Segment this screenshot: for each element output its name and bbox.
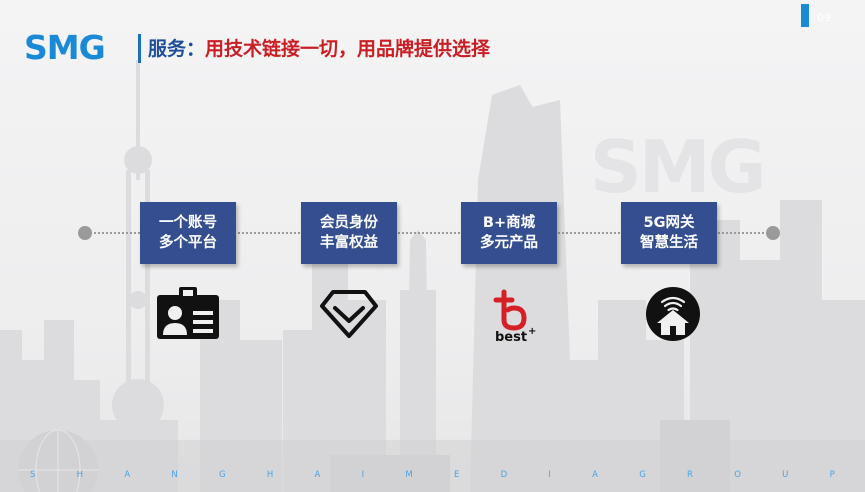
timeline-start-dot (78, 226, 92, 240)
slide-title: 服务：用技术链接一切，用品牌提供选择 (148, 36, 490, 62)
best-plus-logo: best + (493, 289, 536, 344)
footer-letter: U (782, 470, 789, 480)
card-mall: B+商城 多元产品 (461, 202, 557, 264)
card-line1: 一个账号 (159, 215, 217, 231)
card-5g-gateway: 5G网关 智慧生活 (621, 202, 717, 264)
id-card-icon (157, 287, 219, 339)
card-line1: 5G网关 (643, 215, 695, 231)
card-membership: 会员身份 丰富权益 (301, 202, 397, 264)
timeline-end-dot (766, 226, 780, 240)
footer-letter: D (500, 470, 508, 480)
footer-letter: G (219, 470, 226, 480)
footer-letter: G (639, 470, 646, 480)
footer-letter: O (734, 470, 741, 480)
svg-text:+: + (528, 326, 536, 337)
card-line2: 多个平台 (159, 235, 217, 251)
footer-letter: N (171, 470, 178, 480)
footer-letter: H (266, 470, 274, 480)
footer-letter: I (361, 470, 365, 480)
card-line2: 多元产品 (480, 235, 538, 251)
best-logo-text: best (495, 330, 527, 344)
diamond-heart-icon (320, 290, 378, 338)
smg-logo: SMG (24, 28, 106, 67)
page-number: 09 (817, 11, 831, 24)
smart-home-wifi-icon (646, 287, 700, 341)
logo-divider (138, 34, 141, 63)
title-prefix: 服务： (148, 38, 206, 60)
footer-letter: A (314, 470, 321, 480)
timeline-line (86, 232, 772, 234)
footer-letter: I (548, 470, 551, 480)
footer-letter: R (687, 470, 693, 480)
svg-text:SMG: SMG (590, 125, 764, 209)
title-main: 用技术链接一切，用品牌提供选择 (205, 38, 491, 60)
card-account: 一个账号 多个平台 (140, 202, 236, 264)
footer-letter: M (405, 470, 413, 480)
footer-letter: E (453, 470, 460, 480)
footer-letter: S (30, 470, 36, 480)
footer-letter: P (829, 470, 835, 480)
card-line1: B+商城 (482, 215, 536, 231)
card-line2: 智慧生活 (640, 235, 698, 251)
card-line1: 会员身份 (320, 215, 378, 231)
footer-letter: A (592, 470, 598, 480)
card-line2: 丰富权益 (320, 235, 378, 251)
page-marker (801, 4, 809, 27)
footer-letter: A (124, 470, 131, 480)
footer-letter: H (76, 470, 84, 480)
